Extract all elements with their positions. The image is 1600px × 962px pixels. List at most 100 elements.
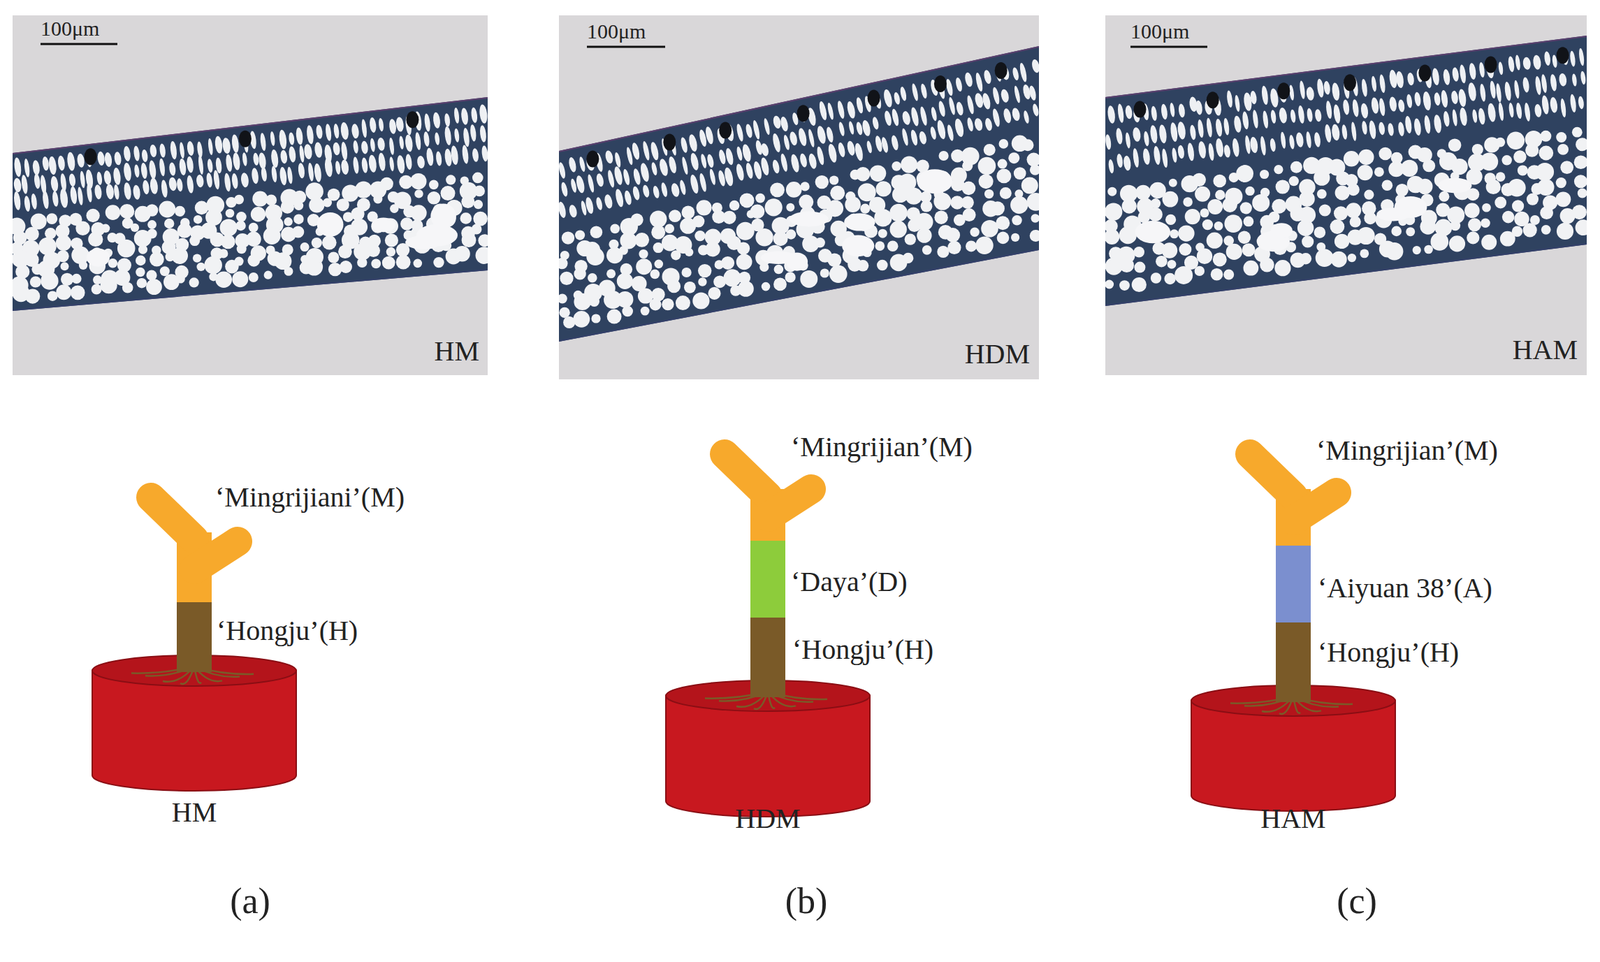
palisade-cell — [1131, 148, 1140, 169]
spongy-cell — [704, 241, 720, 257]
spongy-cell — [164, 218, 174, 229]
air-space — [1394, 196, 1428, 218]
subfigure-label: (b) — [785, 881, 828, 921]
palisade-cell — [1468, 62, 1478, 81]
palisade-cell — [197, 155, 205, 176]
spongy-cell — [1334, 234, 1350, 249]
spongy-cell — [1359, 249, 1369, 259]
epidermis — [558, 250, 1039, 342]
subfigure-label: (a) — [229, 881, 271, 921]
air-space — [371, 217, 396, 233]
spongy-cell — [1027, 153, 1042, 167]
spongy-cell — [1363, 190, 1374, 200]
spongy-cell — [1214, 221, 1224, 231]
spongy-cell — [1481, 203, 1492, 213]
spongy-cell — [586, 248, 604, 266]
spongy-cell — [176, 274, 186, 284]
palisade-cell — [983, 69, 993, 85]
palisade-cell — [955, 101, 965, 116]
palisade-cell — [259, 132, 267, 152]
spongy-cell — [1200, 208, 1210, 218]
spongy-cell — [235, 220, 246, 231]
combination-label: HAM — [1260, 803, 1326, 835]
palisade-cell — [422, 131, 430, 148]
palisade-cell — [1280, 131, 1287, 149]
spongy-cell — [1357, 227, 1376, 245]
palisade-cell — [433, 132, 441, 146]
spongy-cell — [204, 256, 223, 274]
palisade-cell — [698, 172, 708, 193]
palisade-cell — [865, 140, 873, 154]
spongy-cell — [1382, 180, 1394, 192]
palisade-cell — [911, 83, 920, 102]
spongy-cell — [1215, 190, 1225, 200]
spongy-cell — [588, 296, 600, 307]
spongy-cell — [264, 271, 273, 280]
spongy-cell — [1555, 177, 1567, 188]
palisade-cell — [1189, 124, 1197, 141]
palisade-cell — [1314, 108, 1322, 123]
palisade-cell — [1451, 108, 1459, 127]
spongy-cell — [135, 267, 145, 277]
palisade-cell — [360, 118, 368, 138]
palisade-cell — [1404, 115, 1413, 134]
spongy-cell — [855, 166, 870, 181]
spongy-cell — [997, 231, 1010, 245]
spongy-cell — [1196, 248, 1213, 265]
palisade-cell — [168, 176, 178, 192]
palisade-cell — [735, 122, 745, 142]
palisade-cell — [307, 162, 315, 182]
spongy-cell — [1555, 191, 1572, 207]
spongy-cell — [844, 196, 861, 213]
palisade-cell — [122, 162, 133, 181]
palisade-cell — [1508, 102, 1515, 119]
palisade-cell — [1522, 56, 1532, 70]
palisade-cell — [1395, 70, 1405, 89]
palisade-cell — [178, 141, 186, 159]
palisade-cell — [50, 175, 60, 193]
palisade-cell — [416, 155, 426, 169]
palisade-cell — [1388, 96, 1398, 112]
spongy-cell — [761, 282, 771, 292]
palisade-cell — [1497, 102, 1505, 121]
palisade-cell — [104, 151, 113, 167]
palisade-cell — [679, 136, 689, 154]
palisade-cell — [1011, 67, 1020, 82]
palisade-cell — [1177, 144, 1185, 159]
spongy-cell — [1314, 226, 1327, 239]
spongy-cell — [736, 253, 753, 270]
spongy-cell — [1523, 222, 1538, 237]
palisade-cell — [1569, 50, 1577, 68]
palisade-cell — [899, 85, 908, 102]
air-space — [789, 211, 829, 228]
palisade-cell — [762, 118, 771, 136]
spongy-cell — [75, 221, 90, 236]
palisade-cell — [377, 152, 387, 172]
palisade-cell — [1278, 106, 1289, 124]
spongy-cell — [649, 299, 662, 311]
spongy-cell — [234, 194, 244, 205]
palisade-cell — [1458, 106, 1468, 126]
spongy-cell — [284, 266, 294, 276]
palisade-cell — [880, 136, 889, 154]
palisade-cell — [57, 155, 66, 172]
palisade-cell — [303, 143, 313, 160]
palisade-cell — [368, 117, 378, 134]
palisade-cell — [1497, 61, 1504, 76]
spongy-cell — [1243, 216, 1255, 228]
spongy-cell — [1289, 176, 1299, 186]
spongy-cell — [108, 258, 119, 269]
palisade-cell — [377, 118, 385, 133]
spongy-cell — [922, 245, 933, 256]
palisade-cell — [1421, 90, 1432, 111]
scion-branch — [150, 497, 195, 540]
palisade-cell — [231, 173, 239, 190]
spongy-cell — [889, 204, 908, 223]
spongy-cell — [1541, 224, 1552, 235]
palisade-cell — [929, 106, 938, 122]
spongy-cell — [147, 220, 157, 230]
air-space — [1270, 222, 1293, 239]
spongy-cell — [1013, 166, 1027, 180]
palisade-cell — [1579, 70, 1587, 85]
spongy-cell — [1423, 245, 1434, 255]
